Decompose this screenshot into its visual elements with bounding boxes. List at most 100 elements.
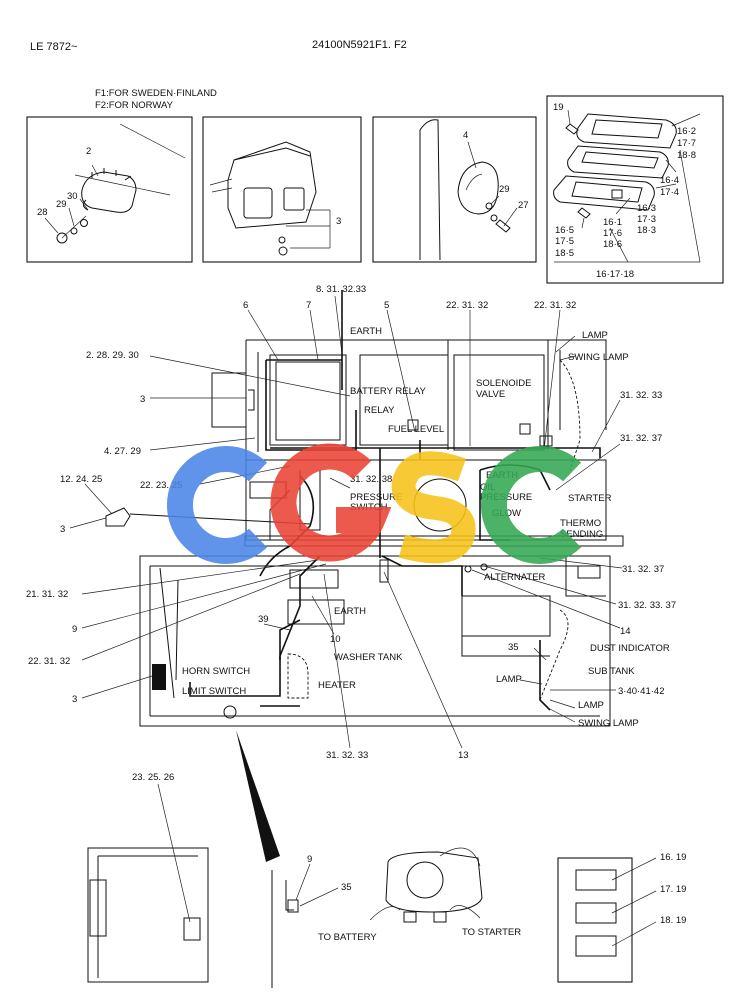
lens-top <box>576 113 677 149</box>
callout-4-27-29: 4. 27. 29 <box>104 446 141 457</box>
detail-bottom-left: 23. 25. 26 <box>87 772 209 983</box>
label-limit-switch: LIMIT SWITCH <box>182 686 246 697</box>
callout-3-40-41-42: 3·40·41·42 <box>618 686 664 697</box>
lens-callout-16-3: 16·3 <box>637 203 656 214</box>
lens-swatch-17 <box>575 902 617 924</box>
label-lamp-r: LAMP <box>578 700 604 711</box>
callout-31-32-33-37: 31. 32. 33. 37 <box>618 600 676 611</box>
lens-callout-16-4: 16·4 <box>660 175 679 186</box>
callout-6: 6 <box>243 300 248 311</box>
lens-callout-18-6: 18·6 <box>603 239 622 250</box>
lens-callout-18-5: 18·5 <box>555 248 574 259</box>
callout-9: 9 <box>72 624 77 635</box>
horn-callout-29: 29 <box>499 184 510 195</box>
callout-17-19: 17. 19 <box>660 884 686 895</box>
callout-31-32-33-b: 31. 32. 33 <box>326 750 368 761</box>
horn-body <box>457 161 499 215</box>
callout-3-a: 3 <box>140 394 145 405</box>
light-housing <box>227 141 317 229</box>
label-washer-tank: WASHER TANK <box>334 652 403 663</box>
label-earth-top: EARTH <box>350 326 382 337</box>
label-to-starter: TO STARTER <box>462 927 521 938</box>
callout-31-32-38: 31. 32. 38 <box>350 474 392 485</box>
leader-lines <box>69 295 623 749</box>
detail-lens-panel: 19 16·2 17·7 18·8 16·4 17·4 16·3 17·3 18… <box>546 95 724 284</box>
callout-16-19: 16. 19 <box>660 852 686 863</box>
work-lamp <box>105 507 131 527</box>
label-heater: HEATER <box>318 680 356 691</box>
light-callout-3: 3 <box>336 216 341 227</box>
callout-35-bottom: 35 <box>341 882 352 893</box>
lens-callout-17-7: 17·7 <box>677 138 696 149</box>
label-pressure-switch-1: PRESSURE <box>350 492 402 503</box>
callout-22-31-32-a: 22. 31. 32 <box>446 300 488 311</box>
lens-callout-18-3: 18·3 <box>637 225 656 236</box>
lens-callout-16-1: 16·1 <box>603 217 622 228</box>
callout-39: 39 <box>258 614 269 625</box>
label-lamp-top: LAMP <box>582 330 608 341</box>
detail-horn-panel: 4 29 27 <box>372 116 537 263</box>
label-swing-lamp-bottom: SWING LAMP <box>578 718 639 729</box>
lens-callout-16-2: 16·2 <box>677 126 696 137</box>
lens-bottom <box>553 175 655 211</box>
main-callouts: 8. 31. 32.33 6 7 5 22. 31. 32 22. 31. 32… <box>26 284 676 761</box>
cab-window-right <box>453 354 545 451</box>
callout-3-b: 3 <box>60 524 65 535</box>
relay-bottom-body <box>385 851 483 913</box>
callout-31-32-37-a: 31. 32. 37 <box>620 433 662 444</box>
callout-35: 35 <box>508 642 519 653</box>
lens-callout-18-8: 18·8 <box>677 150 696 161</box>
callout-8-31-32-33: 8. 31. 32.33 <box>316 284 366 295</box>
label-sending: SENDING <box>560 529 603 540</box>
label-earth-mid: EARTH <box>334 606 366 617</box>
callout-22-31-32-b: 22. 31. 32 <box>534 300 576 311</box>
relay-callout-2: 2 <box>86 146 91 157</box>
callout-3-c: 3 <box>72 694 77 705</box>
watermark-logo <box>167 443 582 564</box>
watermark-letter-c2 <box>481 446 582 564</box>
label-thermo: THERMO <box>560 518 601 529</box>
label-lamp-bottom: LAMP <box>496 674 522 685</box>
detail-pointer-arrow <box>236 730 280 862</box>
callout-7: 7 <box>306 300 311 311</box>
lens-callout-17-5: 17·5 <box>555 236 574 247</box>
label-battery-relay: BATTERY RELAY <box>350 386 427 397</box>
callout-14: 14 <box>620 626 631 637</box>
detail-light-panel: 3 <box>202 116 362 263</box>
horn-callout-27: 27 <box>518 200 529 211</box>
machine-outline <box>139 339 624 727</box>
label-to-battery: TO BATTERY <box>318 932 377 943</box>
label-alternater: ALTERNATER <box>484 572 546 583</box>
watermark-letter-s <box>391 451 476 564</box>
detail-bottom-mid: 9 35 TO BATTERY TO STARTER <box>271 847 521 988</box>
watermark-letter-g <box>270 443 392 562</box>
label-swing-lamp-top: SWING LAMP <box>568 352 629 363</box>
lens-callout-17-4: 17·4 <box>660 187 679 198</box>
callout-22-31-32-c: 22. 31. 32 <box>28 656 70 667</box>
callout-12-24-25: 12. 24. 25 <box>60 474 102 485</box>
lens-callout-19: 19 <box>553 102 564 113</box>
callout-31-32-33-r: 31. 32. 33 <box>620 390 662 401</box>
detail-relay-panel: 2 30 29 28 <box>26 116 193 263</box>
horn-switch-block <box>152 664 166 690</box>
callout-31-32-37-b: 31. 32. 37 <box>622 564 664 575</box>
callout-23-25-26: 23. 25. 26 <box>132 772 174 783</box>
lens-callout-17-6: 17·6 <box>603 228 622 239</box>
callout-9-bottom: 9 <box>307 854 312 865</box>
callout-21-31-32: 21. 31. 32 <box>26 589 68 600</box>
lens-swatch-18 <box>575 935 617 957</box>
callout-13: 13 <box>458 750 469 761</box>
callout-22-23-25: 22. 23. 25 <box>140 480 182 491</box>
relay-callout-28: 28 <box>37 207 48 218</box>
detail-bottom-right: 16. 19 17. 19 18. 19 <box>557 852 686 983</box>
label-relay: RELAY <box>364 405 395 416</box>
watermark-letter-c1 <box>167 446 268 564</box>
cab-window-left <box>269 354 347 446</box>
bolt-28 <box>56 232 68 244</box>
label-valve: VALVE <box>476 389 505 400</box>
label-fuel-level: FUEL LEVEL <box>388 424 444 435</box>
label-horn-switch: HORN SWITCH <box>182 666 250 677</box>
lens-swatch-16 <box>575 869 617 891</box>
label-sub-tank: SUB TANK <box>588 666 635 677</box>
